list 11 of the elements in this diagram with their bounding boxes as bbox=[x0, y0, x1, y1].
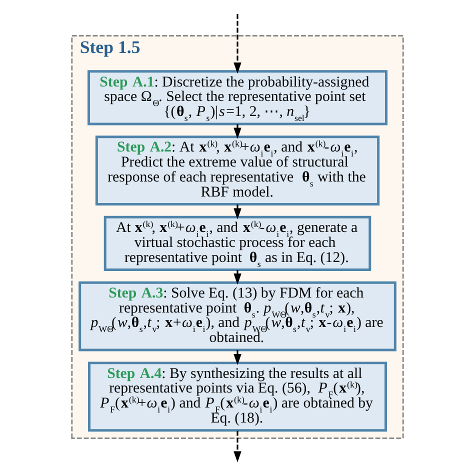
node-box: Step A.1: Discretize the probability-assigned space Ω$_{Θ}$. Select the representative point set {(θ$_{s}$, P$_{s}$)|s=1, 2, ⋯, n$_{sel}$} bbox=[87, 70, 387, 126]
arrow bbox=[233, 124, 241, 139]
arrow bbox=[233, 350, 241, 366]
node-box: Step A.4: By synthesizing the results at all representative points via Eq. (56), P$_{F}$(x$^{(k)}$), P$_{F}$(x$^{(k)}$+ω$_{i}$e$_{i}$) and P$_{F}$(x$^{(k)}$-ω$_{i}$e$_{i}$) are obtained by Eq. (18). bbox=[88, 362, 386, 432]
arrow bbox=[233, 204, 241, 220]
arrow bbox=[233, 270, 241, 285]
node-box: At x$^{(k)}$, x$^{(k)}$+ω$_{i}$e$_{i}$, and x$^{(k)}$-ω$_{i}$e$_{i}$, generate a virtual stochastic process for each representative point θ$_{s}$ as in Eq. (12). bbox=[103, 216, 371, 271]
arrow bbox=[233, 14, 241, 74]
node-box: Step A.3: Solve Eq. (13) by FDM for each representative point θ$_{s}$. p$_{WΘ}$(w,θ$_{s}$,t$_{v}$; x), p$_{WΘ}$(w,θ$_{s}$,t$_{v}$; x+ω$_{i}$e$_{i}$), and p$_{WΘ}$(w,θ$_{s}$,t$_{v}$; x-ω$_{i}$e$_{i}$) are obtained. bbox=[78, 281, 396, 352]
node-box: Step A.2: At x$^{(k)}$, x$^{(k)}$+ω$_{i}$e$_{i}$, and x$^{(k)}$-ω$_{i}$e$_{i}$, Predict the extreme value of structural response of each representative θ$_{s}$ with the RBF model. bbox=[94, 136, 380, 206]
arrow bbox=[233, 430, 241, 462]
